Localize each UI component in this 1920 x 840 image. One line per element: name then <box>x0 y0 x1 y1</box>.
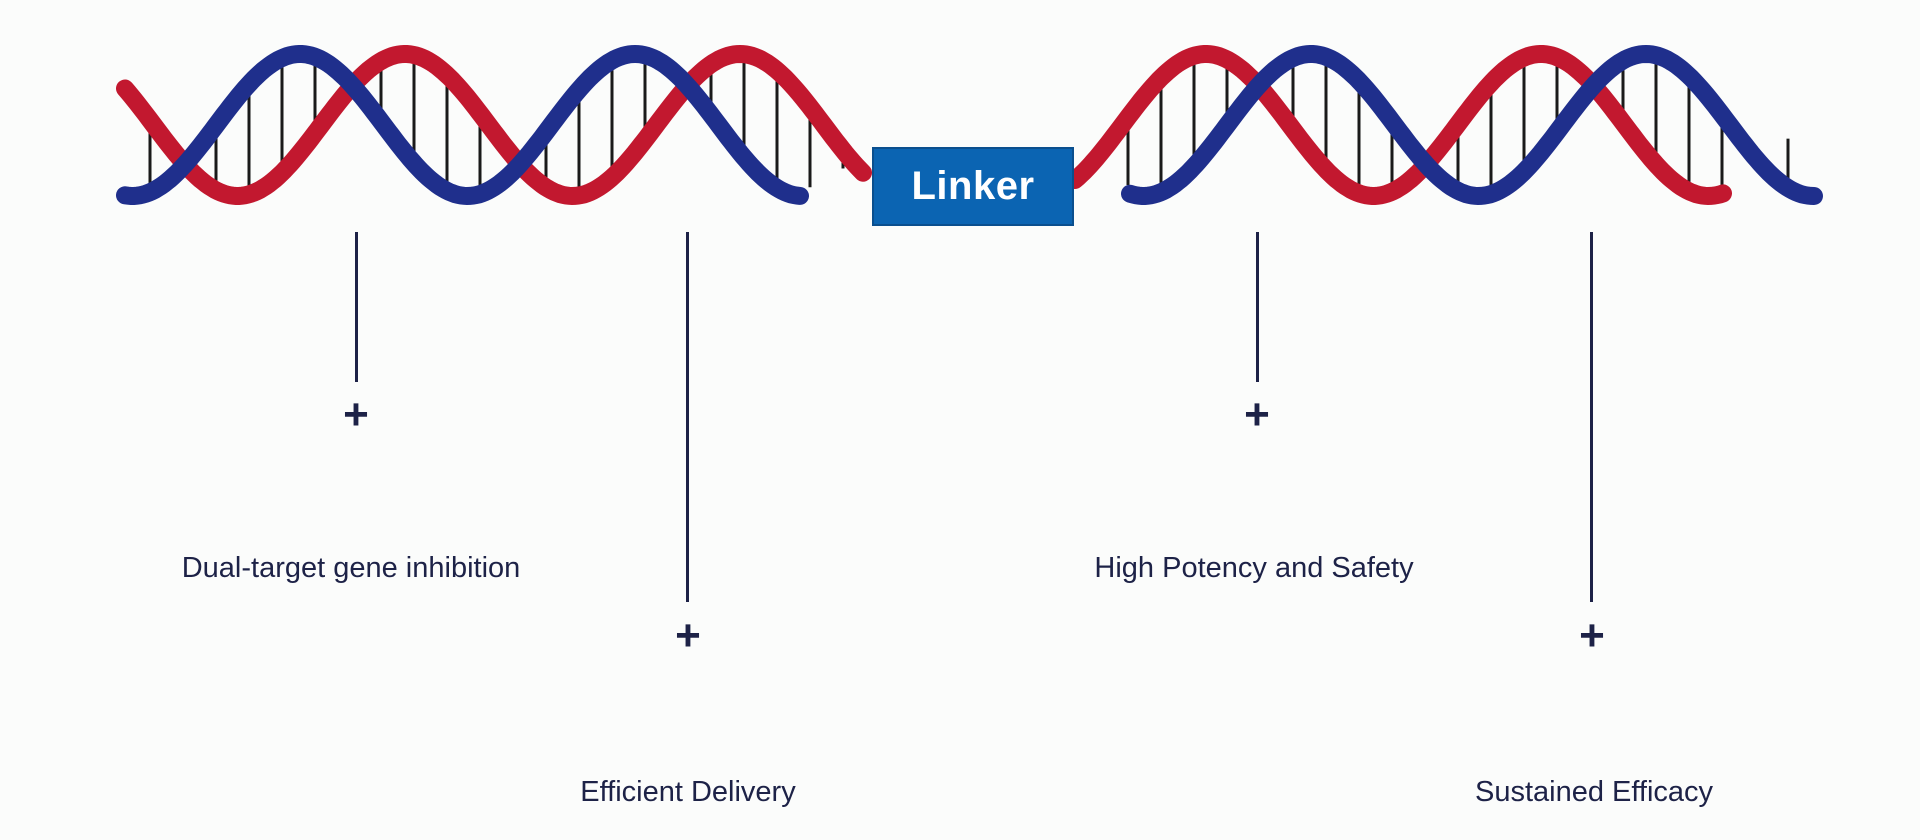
red-strand <box>116 44 872 206</box>
connector-line-2 <box>686 232 689 602</box>
red-strand <box>1066 45 1732 206</box>
feature-label-sustained-efficacy: Sustained Efficacy <box>1474 776 1714 808</box>
connector-line-4 <box>1590 232 1593 602</box>
plus-icon: + <box>675 611 701 660</box>
blue-strand <box>116 44 809 206</box>
blue-strand <box>1121 44 1823 206</box>
connector-line-3 <box>1256 232 1259 382</box>
plus-icon: + <box>343 390 369 439</box>
plus-icon: + <box>1579 611 1605 660</box>
connector-line-1 <box>355 232 358 382</box>
plus-icon: + <box>1244 390 1270 439</box>
feature-label-high-potency: High Potency and Safety <box>1094 552 1414 584</box>
feature-label-dual-target: Dual-target gene inhibition <box>181 552 521 584</box>
linker-box: Linker <box>872 147 1074 226</box>
feature-label-efficient-delivery: Efficient Delivery <box>580 776 796 808</box>
